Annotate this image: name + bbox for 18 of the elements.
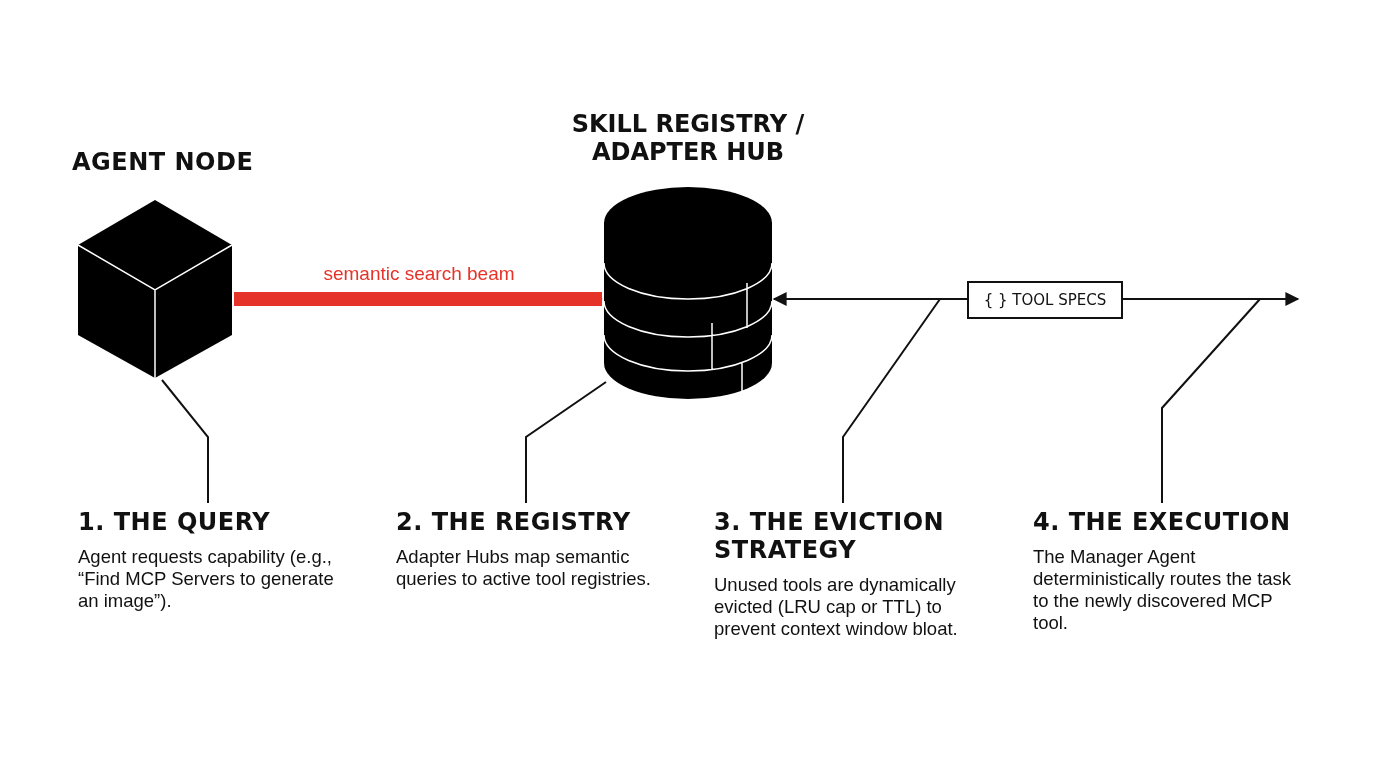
leader-line <box>1161 298 1261 504</box>
step-heading: 1. THE QUERY <box>78 508 272 536</box>
node-title: AGENT NODE <box>72 148 254 176</box>
leader-line <box>161 379 209 504</box>
tool-specs-tag: { } TOOL SPECS <box>967 281 1123 319</box>
node-title: SKILL REGISTRY / ADAPTER HUB <box>570 110 806 166</box>
step-description: The Manager Agent deterministically routes the task to the newly discovered MCP tool. <box>1033 546 1293 634</box>
step-heading: 4. THE EXECUTION <box>1033 508 1292 536</box>
step-heading: 2. THE REGISTRY <box>396 508 632 536</box>
leader-line <box>525 381 607 504</box>
step-description: Agent requests capability (e.g., “Find MCP Servers to generate an image”). <box>78 546 335 612</box>
leader-line <box>842 298 941 504</box>
step-heading: 3. THE EVICTION STRATEGY <box>714 508 946 564</box>
arrow <box>1122 292 1300 306</box>
step-description: Unused tools are dynamically evicted (LRU cap or TTL) to prevent context window bloat. <box>714 574 959 640</box>
arrow <box>234 292 604 306</box>
step-description: Adapter Hubs map semantic queries to active tool registries. <box>396 546 652 590</box>
arrow <box>772 292 968 306</box>
